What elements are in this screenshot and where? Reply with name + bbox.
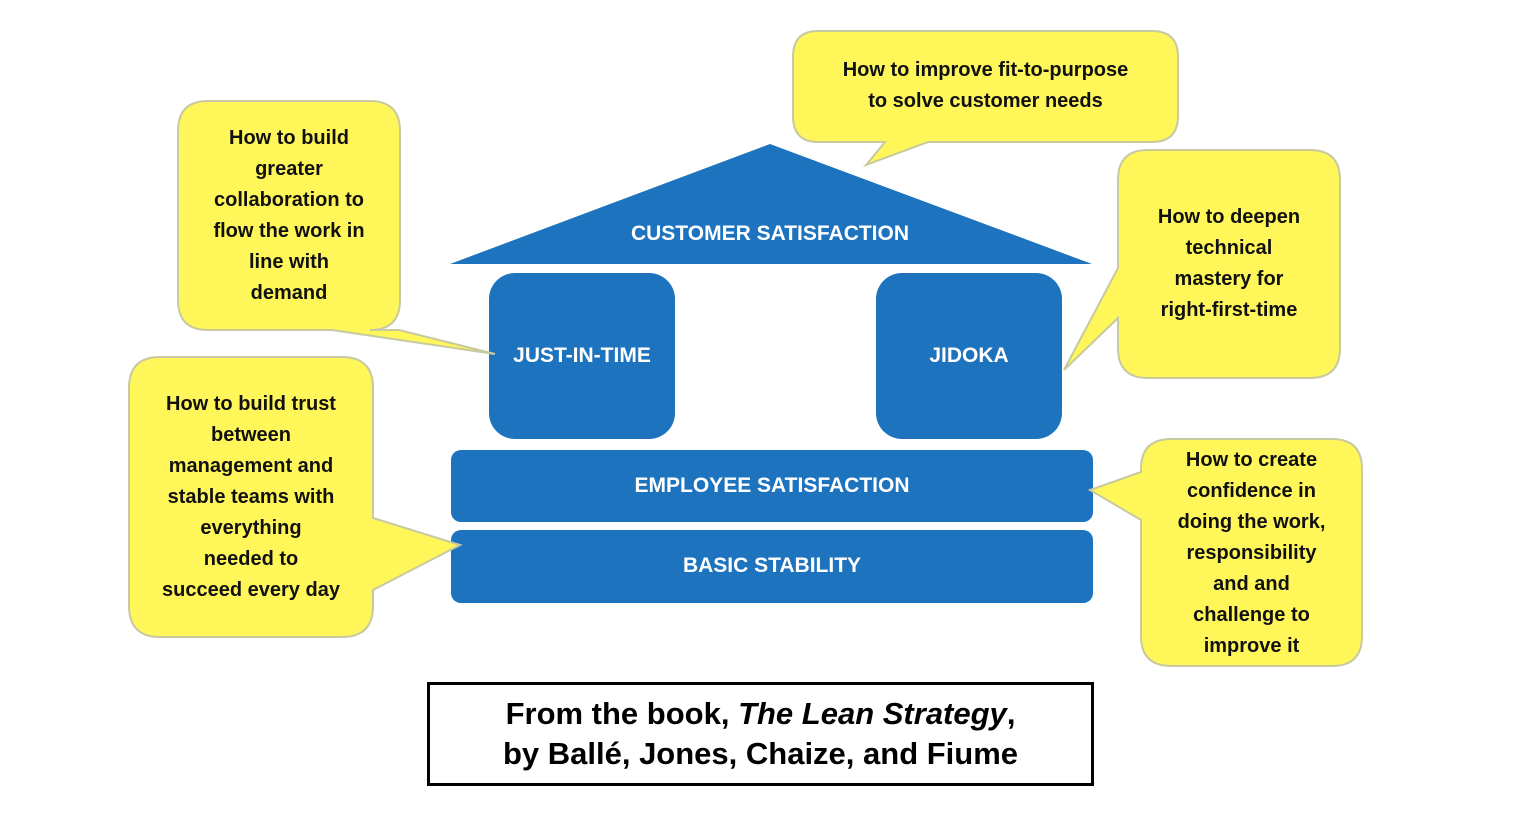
left-pillar-label: JUST-IN-TIME: [513, 344, 651, 367]
left-pillar-shape: [489, 273, 675, 439]
citation-line-2: by Ballé, Jones, Chaize, and Fiume: [502, 736, 1019, 771]
right-upper-bubble-shape: [1063, 149, 1341, 379]
citation-line-1: From the book, The Lean Strategy,: [505, 696, 1016, 731]
right-lower-bubble-shape: [1087, 438, 1363, 667]
lower-base-label: BASIC STABILITY: [682, 554, 862, 577]
roof-shape: [450, 144, 1092, 264]
upper-base-label: EMPLOYEE SATISFACTION: [634, 474, 910, 497]
right-pillar-shape: [876, 273, 1062, 439]
lower-base-shape: [451, 530, 1093, 603]
left-upper-bubble-text: How to build greater collaboration to fl…: [213, 127, 365, 304]
citation-box: From the book, The Lean Strategy, by Bal…: [427, 682, 1094, 786]
right-lower-bubble-text: How to create confidence in doing the wo…: [1177, 448, 1326, 657]
right-upper-bubble-text: How to deepen technical mastery for righ…: [1157, 206, 1301, 321]
left-upper-bubble-shape: [177, 100, 496, 355]
left-lower-bubble-text: How to build trust between management an…: [162, 392, 340, 601]
right-pillar-label: JIDOKA: [929, 344, 1009, 367]
upper-base-shape: [451, 450, 1093, 522]
left-lower-bubble-shape: [128, 356, 463, 638]
book-title: The Lean Strategy: [738, 696, 1007, 731]
top-bubble-shape: [792, 30, 1179, 168]
roof-label: CUSTOMER SATISFACTION: [630, 222, 910, 245]
top-bubble-text: How to improve fit-to-purpose to solve c…: [842, 59, 1129, 112]
